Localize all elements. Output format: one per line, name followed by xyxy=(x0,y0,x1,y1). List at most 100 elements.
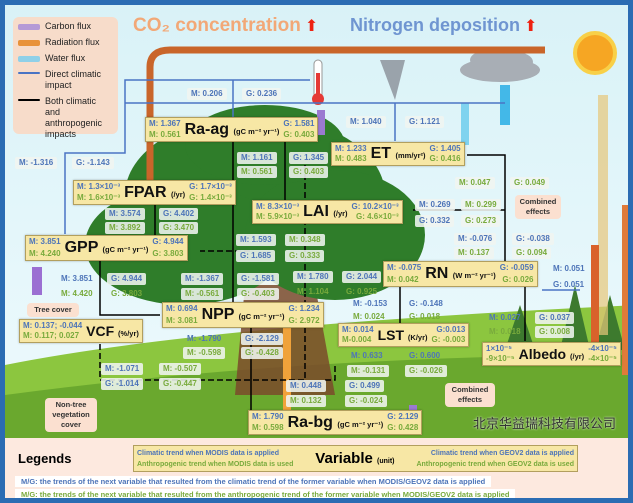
m-climatic: M: 0.137; -0.044 xyxy=(23,321,83,330)
carbon-flux-arrow-icon xyxy=(18,24,40,30)
flow-value: M: -0.507 xyxy=(159,363,202,375)
legend-sample-box: Climatic trend when MODIS data is applie… xyxy=(133,445,578,472)
variable-name: RN xyxy=(425,265,449,282)
combined-effects-callout: Combined effects xyxy=(445,383,495,407)
flow-value: M: -0.131 xyxy=(347,365,390,377)
flow-value: G: -0.024 xyxy=(345,395,387,407)
m-climatic: M: 0.014 xyxy=(342,325,374,334)
g-anthropogenic: G: 2.972 xyxy=(288,316,320,325)
variable-name: LST xyxy=(377,327,405,343)
variable-albedo: 1×10⁻⁵-9×10⁻⁵ Albedo (/yr) -4×10⁻⁵-4×10⁻… xyxy=(482,342,621,366)
variable-unit: (gC m⁻² yr⁻¹) xyxy=(337,419,384,429)
m-climatic: M: -0.075 xyxy=(387,263,422,272)
flow-value: M: -0.076 xyxy=(454,233,497,245)
variable-unit: (gC m⁻² yr⁻¹) xyxy=(238,312,285,321)
increase-arrow-icon: ⬆ xyxy=(524,17,538,35)
flow-value: M: 0.018 xyxy=(489,327,521,336)
g-climatic: G: 2.129 xyxy=(387,412,419,421)
increase-arrow-icon: ⬆ xyxy=(304,18,319,35)
m-climatic: 1×10⁻⁵ xyxy=(486,344,512,353)
legend-label: Radiation flux xyxy=(45,37,100,47)
legend-carbon-flux: Carbon flux xyxy=(18,21,113,32)
nitrogen-heading: Nitrogen deposition ⬆ xyxy=(350,15,537,36)
flow-value: M: 0.448 xyxy=(286,380,326,392)
flow-value: M: 0.633 xyxy=(351,351,383,360)
m-climatic: M: 1.367 xyxy=(149,119,181,128)
legend-line-climatic: M/G: the trends of the next variable tha… xyxy=(15,476,492,487)
variable-name: LAI xyxy=(303,203,329,220)
radiation-flux-arrow-icon xyxy=(18,40,40,46)
flow-value: M: 4.420 xyxy=(61,289,93,298)
g-anthropogenic: -4×10⁻⁵ xyxy=(588,354,617,363)
m-anthropogenic: M-0.004 xyxy=(342,335,372,344)
variable-name: Ra-ag xyxy=(184,120,230,138)
flow-value: M: -1.790 xyxy=(187,334,222,343)
flow-value: G: 0.600 xyxy=(409,351,441,360)
flow-value: M: 0.561 xyxy=(237,166,277,178)
flow-value: G: 0.094 xyxy=(512,247,552,259)
flow-value: G: -1.014 xyxy=(101,378,143,390)
flow-value: G: 4.944 xyxy=(107,273,147,285)
flow-value: G: -0.038 xyxy=(512,233,554,245)
combined-impact-lines xyxy=(99,142,526,424)
variable-name: NPP xyxy=(201,306,235,323)
m-climatic: M: 3.851 xyxy=(29,237,61,246)
flow-value: G: -0.026 xyxy=(405,365,447,377)
flow-value: G: 0.008 xyxy=(535,326,575,338)
sun-icon xyxy=(573,31,617,75)
g-anthropogenic: G: 0.026 xyxy=(502,275,534,284)
variable-unit: (/yr) xyxy=(333,209,348,218)
flow-value: M: 0.269 xyxy=(415,199,455,211)
co2-title: CO₂ concentration xyxy=(133,15,301,36)
legend-g-climatic: Climatic trend when GEOV2 data is applie… xyxy=(430,449,574,457)
legend-label: Direct climatic impact xyxy=(45,69,102,90)
variable-name: GPP xyxy=(64,239,99,256)
both-arrow-icon xyxy=(18,99,40,101)
co2-heading: CO₂ concentration ⬆ xyxy=(133,15,318,37)
flow-value: G: 3.470 xyxy=(159,222,199,234)
flow-value: G: 4.402 xyxy=(159,208,199,220)
g-anthropogenic: G: 0.416 xyxy=(429,154,461,163)
m-anthropogenic: M: 0.561 xyxy=(149,130,181,139)
flow-value: M: 0.132 xyxy=(286,395,326,407)
flow-value: M: 0.051 xyxy=(553,264,585,273)
legend-water-flux: Water flux xyxy=(18,53,113,64)
legend-line-anthropogenic: M/G: the trends of the next variable tha… xyxy=(15,489,516,498)
flow-value: G: 0.403 xyxy=(289,166,329,178)
m-climatic: M: 0.694 xyxy=(166,304,198,313)
variable-unit: (/yr) xyxy=(170,189,186,199)
m-anthropogenic: M: 0.042 xyxy=(387,275,419,284)
m-anthropogenic: M: 4.240 xyxy=(29,249,61,258)
legend-label: Both climatic and anthropogenic impacts xyxy=(45,96,103,139)
flux-legend: Carbon flux Radiation flux Water flux Di… xyxy=(13,17,118,139)
g-climatic: G: 4.944 xyxy=(152,237,184,246)
g-anthropogenic: G: -0.003 xyxy=(431,335,466,344)
non-tree-vegetation-label: Non-tree vegetation cover xyxy=(45,398,97,432)
flow-value: G: -2.129 xyxy=(241,333,283,345)
bottom-legend: Legends Climatic trend when MODIS data i… xyxy=(5,438,628,498)
radiation-flux-arrow xyxy=(146,46,545,195)
m-climatic: M: 1.3×10⁻³ xyxy=(77,182,121,191)
m-anthropogenic: -9×10⁻⁵ xyxy=(486,354,515,363)
g-climatic: G: 1.405 xyxy=(429,144,461,153)
variable-unit: (W m⁻² yr⁻¹) xyxy=(452,271,496,280)
m-anthropogenic: M: 0.117; 0.027 xyxy=(23,331,80,340)
m-climatic: M: 1.233 xyxy=(335,144,367,153)
g-anthropogenic: G: 4.6×10⁻³ xyxy=(356,212,399,221)
flow-value: G: -0.148 xyxy=(409,299,443,308)
flow-value: G: 0.273 xyxy=(461,215,501,227)
variable-gpp: M: 3.851 M: 4.240 GPP (gC m⁻² yr⁻¹) G: 4.… xyxy=(25,235,188,261)
tornado-icon xyxy=(380,60,405,100)
variable-unit: (gC m⁻² yr⁻¹) xyxy=(102,245,149,254)
legend-m-climatic: Climatic trend when MODIS data is applie… xyxy=(137,449,279,457)
g-anthropogenic: G: 1.4×10⁻³ xyxy=(189,193,232,202)
water-flux-arrow-icon xyxy=(18,56,40,62)
legends-title: Legends xyxy=(18,451,72,466)
flow-value: M: 1.161 xyxy=(237,152,277,164)
legend-direct-climatic: Direct climatic impact xyxy=(18,69,113,91)
m-anthropogenic: M: 3.081 xyxy=(166,316,198,325)
